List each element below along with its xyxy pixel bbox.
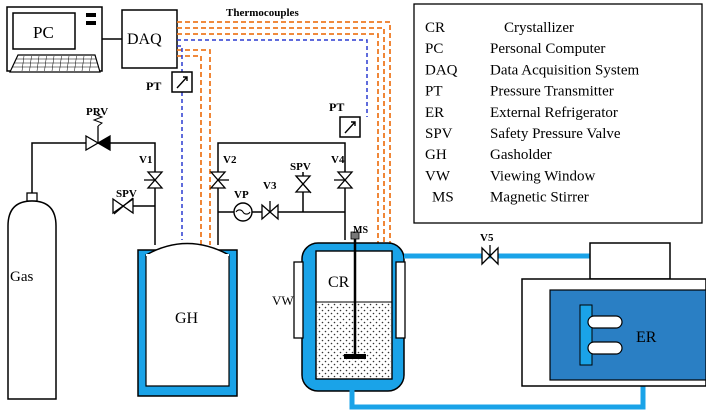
legend-description: Gasholder (490, 147, 552, 163)
legend-abbr: PT (425, 84, 443, 100)
legend-description: Crystallizer (504, 20, 574, 36)
keyboard (9, 54, 101, 73)
valve-v4 (334, 171, 354, 189)
pt-arrow-icon (176, 76, 188, 89)
stirrer-blade (344, 354, 366, 359)
v4-label: V4 (331, 154, 345, 166)
legend-description: Safety Pressure Valve (490, 126, 621, 142)
spv-right-label: SPV (290, 161, 311, 173)
cr-label: CR (328, 274, 350, 291)
legend-description: Personal Computer (490, 41, 605, 57)
legend-abbr: CR (425, 20, 445, 36)
legend-description: External Refrigerator (490, 105, 618, 121)
safety-pressure-valve-left (112, 197, 134, 215)
viewing-window-right (395, 261, 406, 339)
vw-label: VW (272, 293, 294, 308)
daq-label: DAQ (127, 31, 162, 48)
external-refrigerator (521, 242, 706, 387)
legend-description: Pressure Transmitter (490, 84, 614, 100)
ms-label: MS (353, 225, 368, 236)
crystallizer (293, 231, 406, 392)
pc-label: PC (33, 23, 54, 42)
gh-label: GH (175, 310, 199, 327)
er-label: ER (636, 329, 657, 346)
legend-abbr: DAQ (425, 62, 458, 78)
pt-arrow-icon (344, 121, 356, 134)
vacuum-pump (233, 202, 253, 222)
safety-pressure-valve-right (294, 175, 312, 194)
valve-v5 (481, 245, 499, 266)
gasholder (137, 242, 238, 397)
valve-v1 (144, 171, 164, 189)
vp-label: VP (234, 189, 249, 201)
pc-monitor-screen (12, 12, 76, 50)
gas-piping (31, 142, 346, 245)
legend-description: Viewing Window (490, 168, 595, 184)
gas-label: Gas (10, 269, 33, 285)
thermocouple-lines (177, 21, 391, 262)
pt-right-label: PT (329, 100, 344, 114)
legend-abbr: VW (425, 168, 451, 184)
gas-cylinder (7, 192, 57, 400)
pressure-relief-valve (85, 113, 111, 152)
legend-abbr: ER (425, 105, 444, 121)
legend-description: Data Acquisition System (490, 62, 639, 78)
viewing-window-left (293, 261, 304, 339)
magnetic-stirrer-motor (350, 231, 360, 240)
v2-label: V2 (223, 154, 237, 166)
legend-abbr: SPV (425, 126, 453, 142)
v1-label: V1 (139, 154, 152, 166)
spv-left-label: SPV (116, 188, 137, 200)
thermocouples-label: Thermocouples (226, 7, 299, 19)
legend-abbr: GH (425, 147, 447, 163)
prv-label: PRV (86, 106, 108, 118)
valve-v3 (261, 201, 279, 221)
signal-lines (177, 39, 368, 240)
v5-label: V5 (480, 232, 494, 244)
v3-label: V3 (263, 180, 277, 192)
daq-box (121, 9, 178, 69)
legend-description: Magnetic Stirrer (490, 190, 589, 206)
pc-computer: PC (6, 6, 103, 73)
pt-left-label: PT (146, 79, 161, 93)
legend-abbr: MS (432, 190, 454, 206)
legend-abbr: PC (425, 41, 443, 57)
legend-box (413, 3, 703, 224)
valve-v2 (209, 171, 229, 189)
